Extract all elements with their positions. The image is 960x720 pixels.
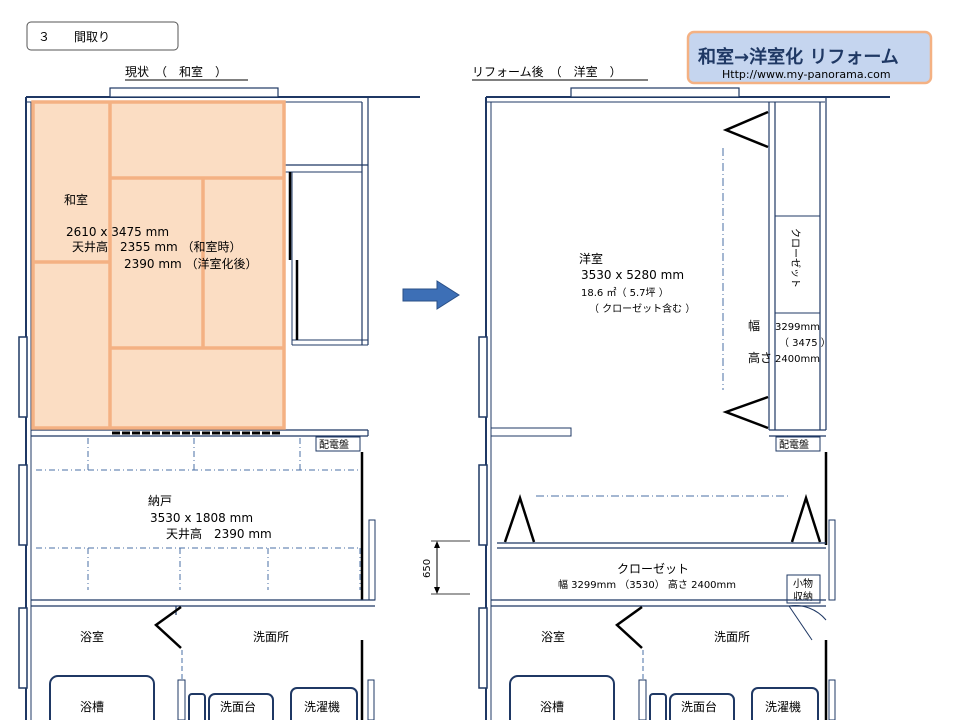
before-washer-label: 洗濯機 bbox=[304, 699, 340, 714]
before-heading: 現状 （ 和室 ） bbox=[125, 64, 227, 79]
banner-title: 和室→洋室化 リフォーム bbox=[698, 46, 899, 68]
storage-label-1: 小物 bbox=[793, 577, 813, 590]
closet-side-height-value: 2400mm bbox=[775, 354, 820, 365]
nando-ceiling: 天井高 2390 mm bbox=[166, 526, 272, 541]
western-room-note: （ クローゼット含む ） bbox=[589, 302, 695, 315]
before-panel-label: 配電盤 bbox=[319, 438, 349, 451]
after-tub-label: 浴槽 bbox=[540, 700, 564, 714]
western-room-area: 18.6 ㎡（ 5.7坪 ） bbox=[581, 286, 669, 299]
after-washroom-label: 洗面所 bbox=[714, 630, 750, 644]
before-bath-label: 浴室 bbox=[80, 629, 104, 644]
tatami-area: 和室 2610 x 3475 mm 天井高 2355 mm （和室時） 2390… bbox=[31, 100, 286, 430]
after-bath-label: 浴室 bbox=[541, 629, 565, 644]
before-plan: 配電盤 浴室 洗面所 浴槽 洗面台 洗濯機 bbox=[18, 87, 420, 720]
before-sink-label: 洗面台 bbox=[220, 699, 256, 714]
closet-bottom-detail: 幅 3299mm （3530） 高さ 2400mm bbox=[558, 578, 736, 591]
transform-arrow-icon bbox=[402, 280, 460, 310]
closet-side-width-label: 幅 bbox=[748, 318, 760, 333]
dimension-650: 650 bbox=[422, 559, 433, 578]
closet-side-width-alt: （ 3475 ） bbox=[779, 337, 831, 349]
section-title: ３ 間取り bbox=[26, 21, 179, 51]
washitsu-ceiling-after: 2390 mm （洋室化後） bbox=[124, 256, 258, 271]
section-title-text: ３ 間取り bbox=[38, 30, 110, 44]
banner: 和室→洋室化 リフォーム Http://www.my-panorama.com bbox=[686, 30, 933, 85]
nando-name: 納戸 bbox=[148, 494, 172, 508]
after-sink-label: 洗面台 bbox=[681, 699, 717, 714]
before-washroom-label: 洗面所 bbox=[253, 630, 289, 644]
after-plan: クローゼット 幅 3299mm （ 3475 ） 高さ 2400mm 配電盤 ク… bbox=[422, 87, 890, 720]
after-washer-label: 洗濯機 bbox=[765, 699, 801, 714]
storage-label-2: 収納 bbox=[793, 590, 813, 603]
before-tub-label: 浴槽 bbox=[80, 700, 104, 714]
banner-url: Http://www.my-panorama.com bbox=[722, 68, 891, 81]
after-heading: リフォーム後 （ 洋室 ） bbox=[472, 64, 622, 79]
nando-size: 3530 x 1808 mm bbox=[150, 511, 253, 525]
western-room-size: 3530 x 5280 mm bbox=[581, 268, 684, 282]
washitsu-name: 和室 bbox=[64, 192, 88, 207]
western-room-name: 洋室 bbox=[579, 251, 603, 266]
closet-side-height-label: 高さ bbox=[748, 350, 772, 365]
closet-side-width-value: 3299mm bbox=[775, 322, 820, 333]
washitsu-size: 2610 x 3475 mm bbox=[66, 225, 169, 239]
closet-bottom-label: クローゼット bbox=[617, 562, 689, 576]
after-panel-label: 配電盤 bbox=[779, 438, 809, 451]
closet-side-label: クローゼット bbox=[789, 228, 801, 288]
washitsu-ceiling: 天井高 2355 mm （和室時） bbox=[72, 239, 242, 254]
